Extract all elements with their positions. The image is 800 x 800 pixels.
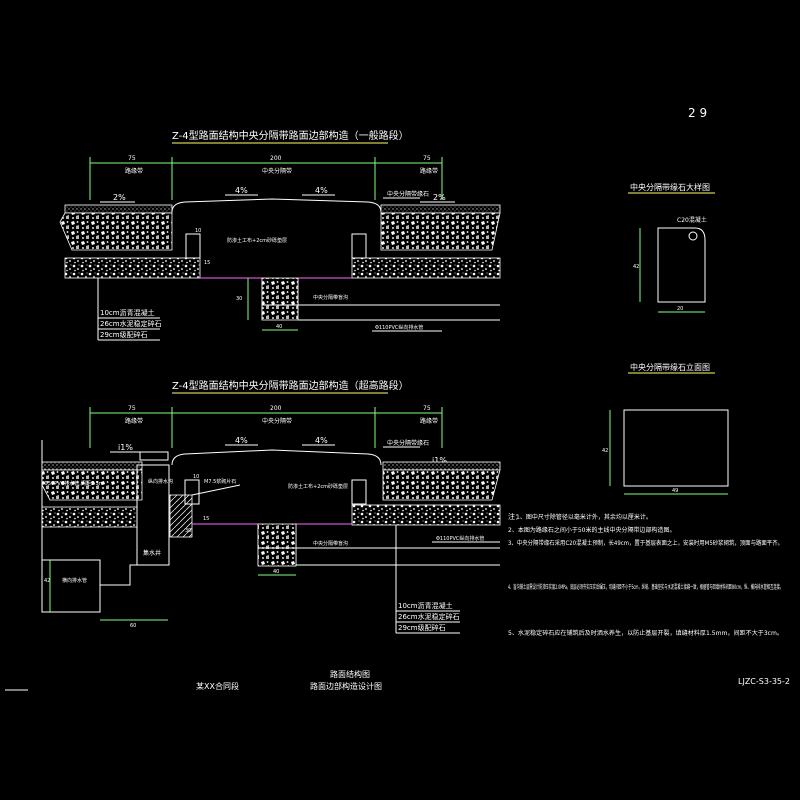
section2-geotextile-label: 防渗土工布+2cm砂砾垫层 — [288, 483, 348, 490]
section2-edge-stone-label: 中央分隔带缘石 — [387, 439, 429, 447]
detail1-drawing: 中央分隔带缘石大样图 C20混凝土 42 20 — [628, 182, 715, 313]
section1-geotextile-label: 防渗土工布+2cm砂砾垫层 — [227, 237, 287, 244]
section1-dim-15: 15 — [204, 260, 210, 266]
section1-drawing: Z-4型路面结构中央分隔带路面边部构造（一般路段） 75 200 75 路缘带 … — [59, 129, 501, 341]
section1-drain-pipe-label: Φ110PVC纵向排水管 — [375, 324, 423, 331]
section1-slope-mid-left: 4% — [235, 186, 248, 195]
section2-drawing: Z-4型路面结构中央分隔带路面边部构造（超高路段） 75 200 75 路缘带 … — [41, 379, 501, 634]
title-block: 某XX合同段 路面结构图 路面边部构造设计图 LJZC-S3-35-2 — [5, 669, 790, 691]
note-5: 5、水泥稳定碎石应在铺筑后及时洒水养生，以防止基层开裂，填缝材料厚1.5mm，间… — [508, 629, 783, 637]
section2-concrete-label: M7.5浆砌片石 — [204, 478, 236, 485]
section2-dim-42: 42 — [44, 578, 50, 584]
section1-dim-mid: 200 — [270, 155, 282, 162]
detail1-concrete-label: C20混凝土 — [677, 216, 707, 224]
section1-layer-labels: 10cm沥青混凝土 26cm水泥稳定碎石 29cm级配碎石 — [97, 278, 162, 341]
section1-label-left: 路缘带 — [125, 167, 143, 175]
section2-dim-left: 75 — [128, 405, 136, 412]
notes-heading: 注： — [508, 512, 522, 521]
section2-layer-labels: 10cm沥青混凝土 26cm水泥稳定碎石 29cm级配碎石 — [395, 525, 460, 634]
section1-dim-right: 75 — [423, 155, 431, 162]
page-number: 2 9 — [688, 106, 707, 120]
drawing-title-line2: 路面边部构造设计图 — [310, 681, 382, 691]
section1-dim-30: 30 — [236, 296, 242, 302]
detail2-dim-h: 42 — [602, 448, 608, 454]
section1-layer-0: 10cm沥青混凝土 — [100, 308, 155, 317]
section2-drain-pipe-label: Φ110PVC纵向排水管 — [436, 535, 484, 542]
section1-slope-right: 2% — [433, 193, 446, 202]
section2-layer-0: 10cm沥青混凝土 — [398, 601, 453, 610]
section2-well-label: 集水井 — [143, 549, 161, 557]
section2-slope-left: i1% — [118, 443, 133, 452]
section1-label-right: 路缘带 — [420, 167, 438, 175]
detail1-title: 中央分隔带缘石大样图 — [630, 182, 710, 192]
section2-outlet-label: 横向排水管 — [62, 577, 87, 584]
detail2-drawing: 中央分隔带缘石立面图 42 49 — [602, 362, 729, 495]
section2-dim-right: 75 — [423, 405, 431, 412]
section1-edge-stone-label: 中央分隔带缘石 — [387, 190, 429, 198]
section2-label-mid: 中央分隔带 — [262, 417, 292, 425]
section2-slope-mid-right: 4% — [315, 436, 328, 445]
section1-dim-40: 40 — [276, 324, 282, 330]
section2-pipe-label-left: Φ50PVC排水管,间距2.5m — [44, 480, 104, 487]
notes: 注： 1、图中尺寸除管径以毫米计外，其余均以厘米计。 2、本图为路缘石之间小于5… — [508, 512, 783, 637]
note-3: 3、中央分隔带缘石采用C20混凝土预制，长49cm，置于基层表面之上，安装时用M… — [508, 539, 783, 547]
section2-slope-right: i1% — [432, 456, 447, 465]
note-2: 2、本图为路缘石之间小于50米的主线中央分隔带边部构造图。 — [508, 526, 675, 534]
detail1-dim-h: 42 — [633, 264, 639, 270]
section1-dim-10: 10 — [195, 228, 201, 234]
section1-title: Z-4型路面结构中央分隔带路面边部构造（一般路段） — [172, 129, 409, 142]
section1-dim-left: 75 — [128, 155, 136, 162]
detail2-dim-w: 49 — [672, 488, 678, 494]
section2-dim-60: 60 — [130, 623, 136, 629]
section1-pipe-label: 中央分隔带盲沟 — [313, 294, 348, 301]
section2-slope-mid-left: 4% — [235, 436, 248, 445]
project-name: 某XX合同段 — [196, 681, 239, 691]
section1-slope-left: 2% — [113, 193, 126, 202]
section2-layer-2: 29cm级配碎石 — [398, 623, 446, 632]
section2-dim-mid: 200 — [270, 405, 282, 412]
section1-label-mid: 中央分隔带 — [262, 167, 292, 175]
section2-label-left: 路缘带 — [125, 417, 143, 425]
section2-label-right: 路缘带 — [420, 417, 438, 425]
section2-dim-10: 10 — [193, 474, 199, 480]
drawing-number: LJZC-S3-35-2 — [738, 677, 790, 686]
section1-layer-1: 26cm水泥稳定碎石 — [100, 319, 162, 328]
section2-title: Z-4型路面结构中央分隔带路面边部构造（超高路段） — [172, 379, 409, 392]
drawing-title-line1: 路面结构图 — [330, 669, 370, 679]
note-1: 1、图中尺寸除管径以毫米计外，其余均以厘米计。 — [516, 513, 652, 521]
section1-layer-2: 29cm级配碎石 — [100, 330, 148, 339]
detail1-dim-w: 20 — [677, 306, 683, 312]
section2-dim-40: 40 — [273, 569, 279, 575]
section2-layer-1: 26cm水泥稳定碎石 — [398, 612, 460, 621]
note-4: 4、盲沟铺土层需设计防渗压实度2.0MPa，底层必须夯实压实后碾压，切缝间距不小… — [508, 583, 783, 591]
section2-dim-15: 15 — [203, 516, 209, 522]
section2-dim-30: 30 — [185, 528, 191, 534]
section1-slope-mid-right: 4% — [315, 186, 328, 195]
detail2-title: 中央分隔带缘石立面图 — [630, 362, 710, 372]
section2-collector-label: 纵向排水沟 — [148, 478, 173, 485]
section2-pipe-label: 中央分隔带盲沟 — [313, 540, 348, 547]
